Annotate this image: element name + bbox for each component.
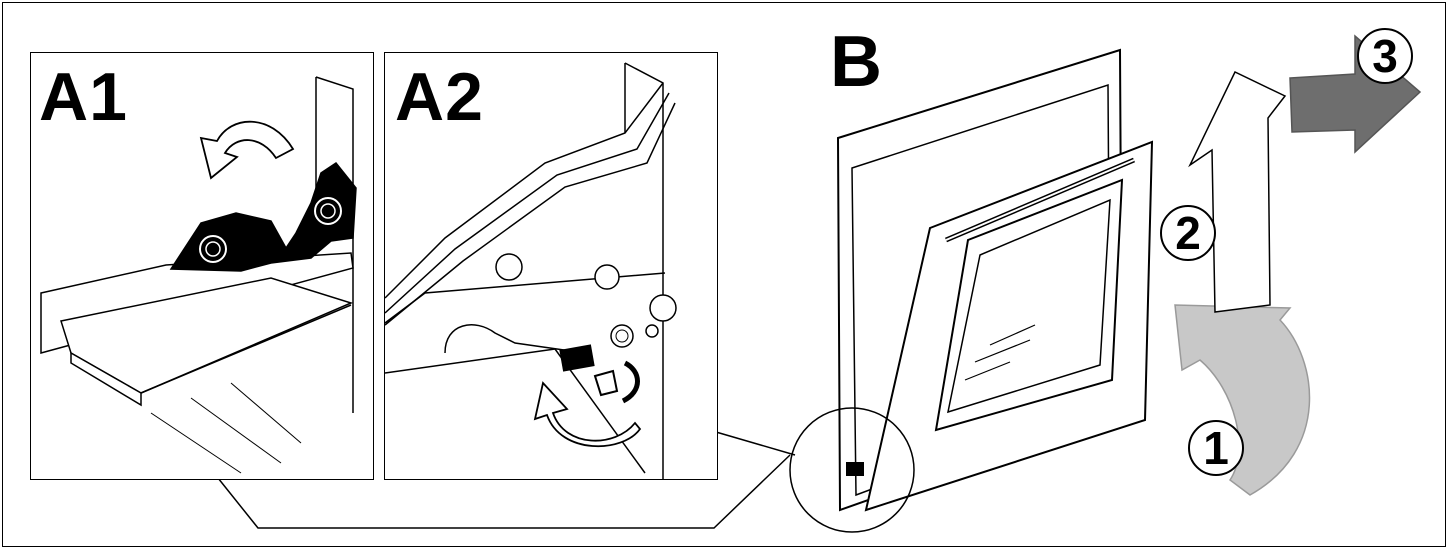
panel-a2: A2 xyxy=(384,52,718,480)
hinge-lever-illustration xyxy=(40,76,357,474)
rotate-arrow-icon xyxy=(199,120,295,180)
hinge-clip-icon xyxy=(559,344,640,404)
panel-label-a2: A2 xyxy=(395,59,484,135)
step-3-badge: 3 xyxy=(1357,28,1413,84)
hinge-clip-illustration xyxy=(385,62,677,479)
panel-label-b: B xyxy=(830,22,883,102)
rotate-arrow-icon xyxy=(533,381,642,447)
panel-label-a1: A1 xyxy=(39,59,128,135)
panel-a1: A1 xyxy=(30,52,374,480)
step-1-badge: 1 xyxy=(1188,420,1244,476)
step-2-badge: 2 xyxy=(1160,205,1216,261)
